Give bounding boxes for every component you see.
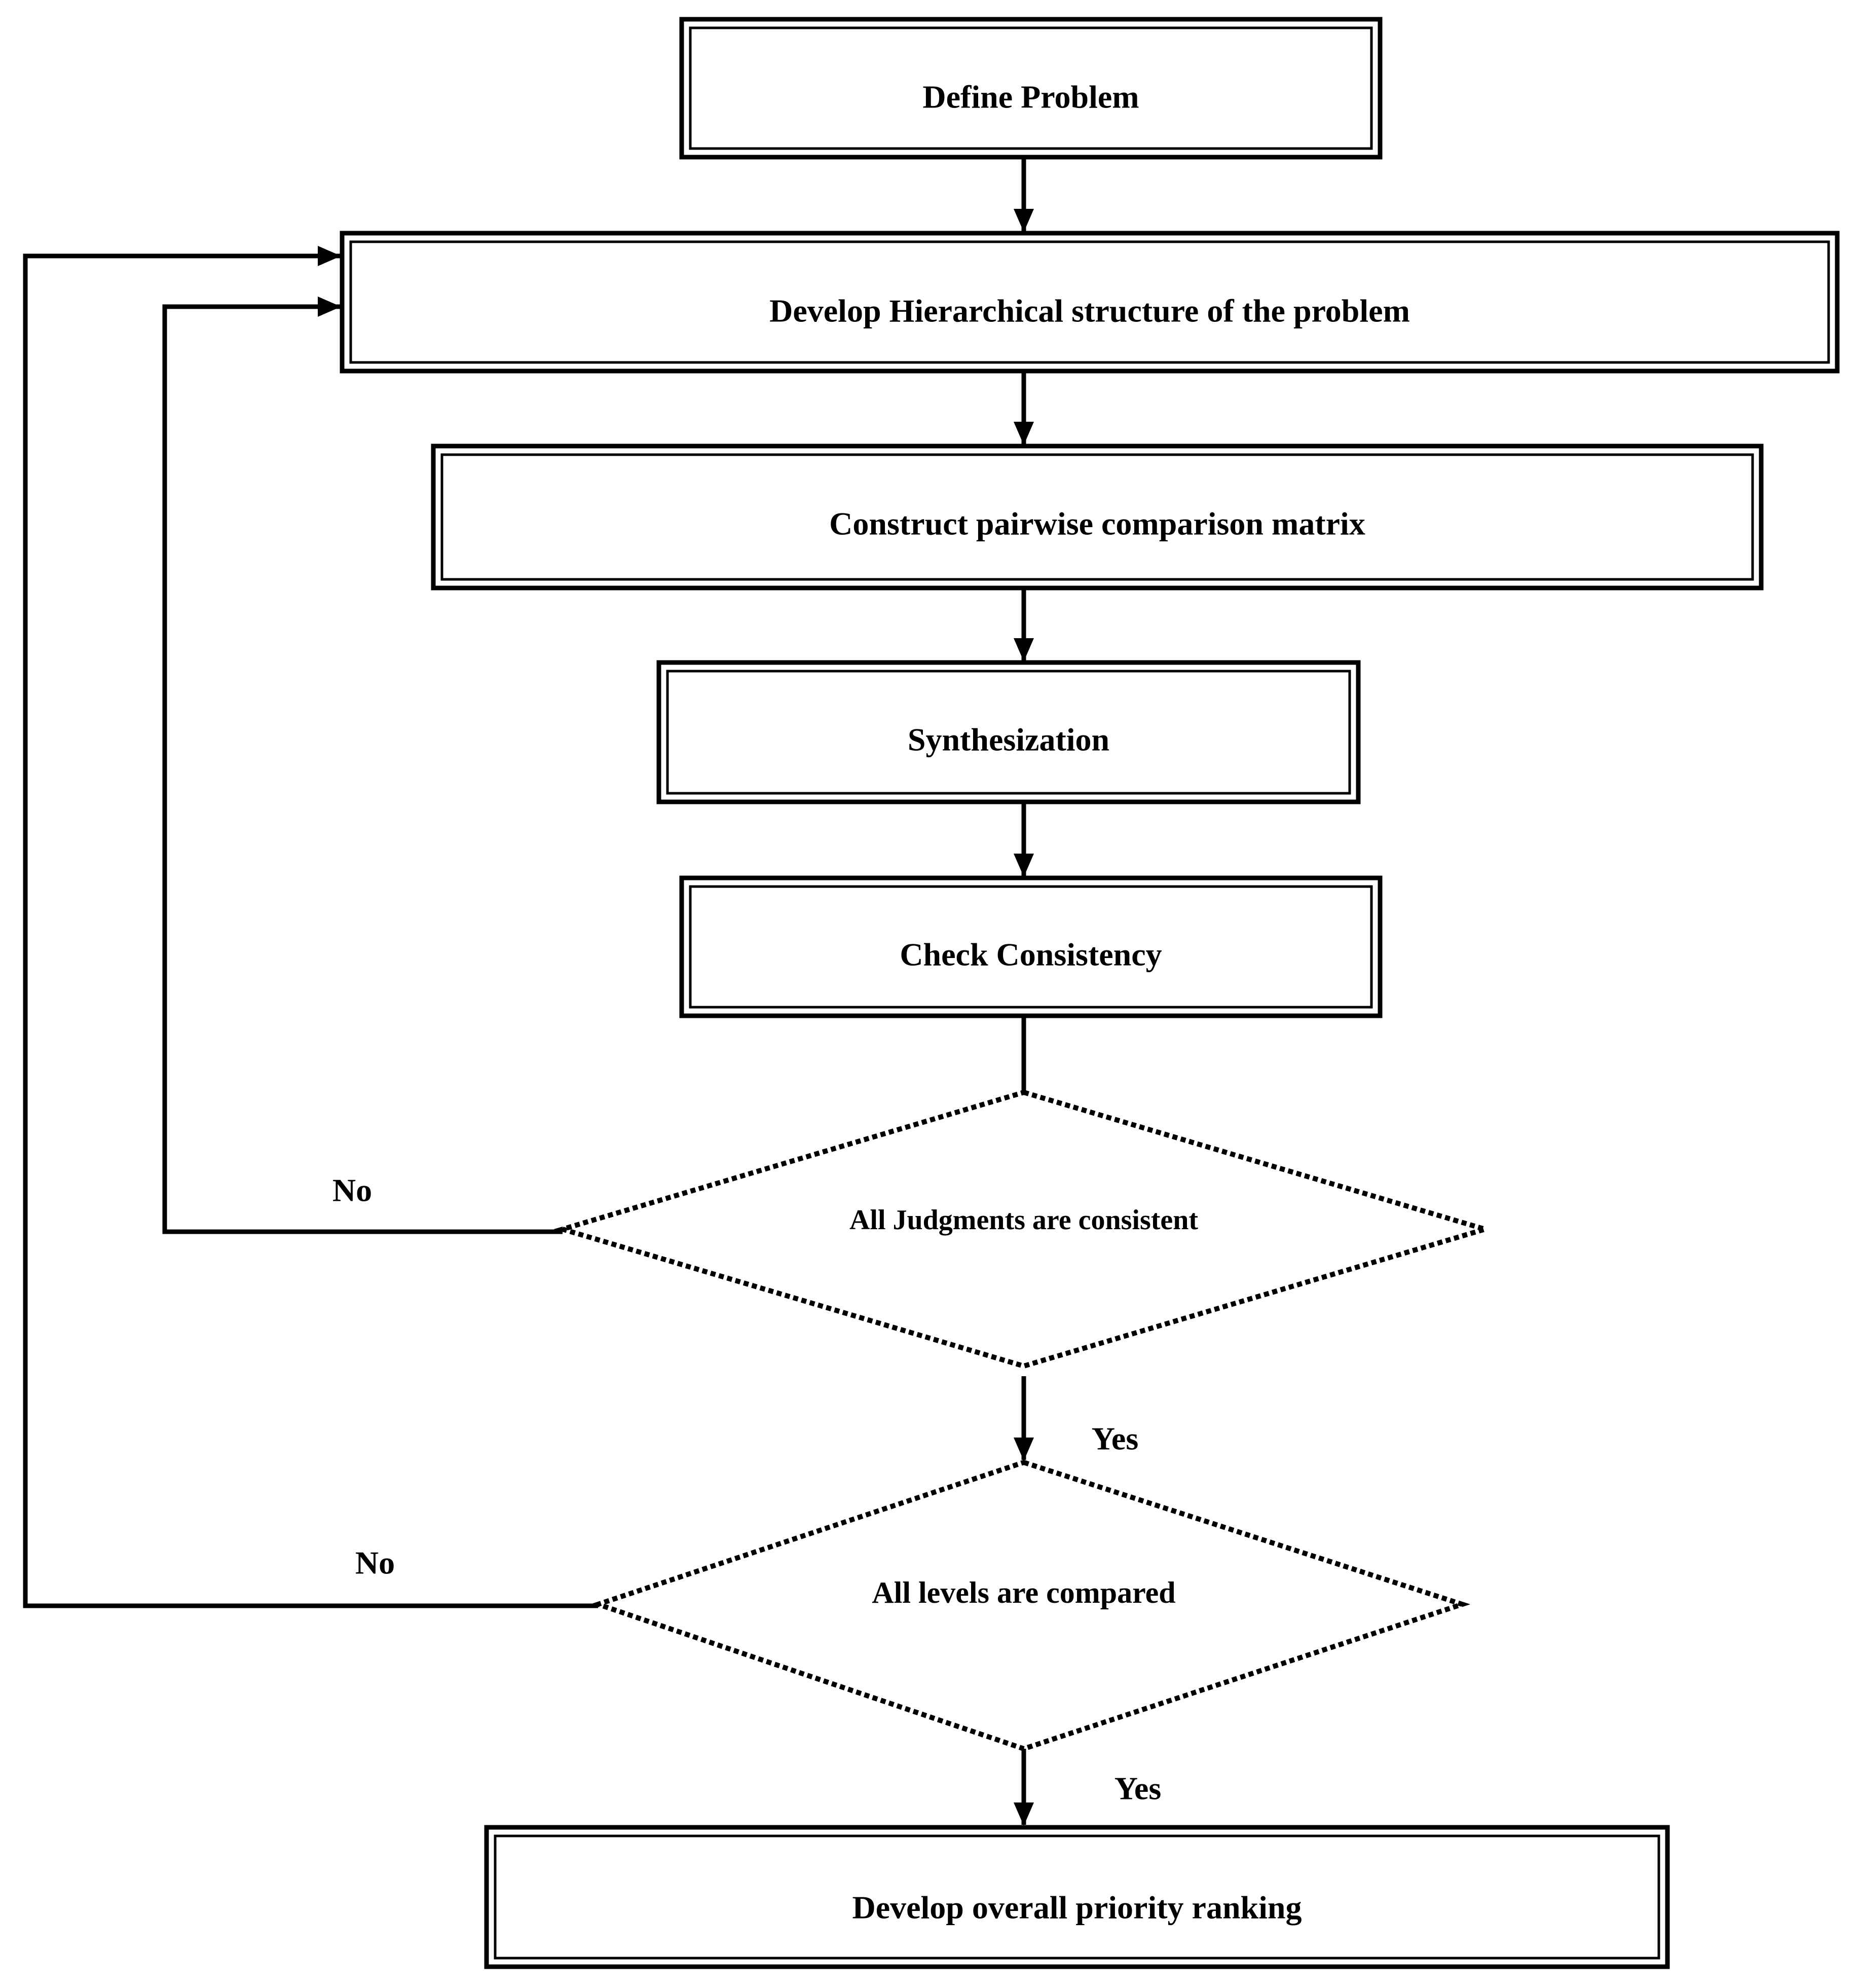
judgments-consistent-label: All Judgments are consistent (849, 1204, 1198, 1236)
define-problem-box: Define Problem (679, 17, 1383, 160)
synthesization-label: Synthesization (908, 722, 1109, 758)
judgments-no-label: No (332, 1172, 372, 1208)
construct-matrix-label: Construct pairwise comparison matrix (829, 506, 1365, 542)
develop-hierarchy-label: Develop Hierarchical structure of the pr… (769, 293, 1410, 329)
check-consistency-box: Check Consistency (679, 875, 1383, 1018)
overall-ranking-label: Develop overall priority ranking (852, 1890, 1302, 1926)
define-problem-label: Define Problem (922, 79, 1139, 115)
judgments-consistent-diamond: All Judgments are consistent (553, 1089, 1494, 1369)
judgments-yes-label: Yes (1092, 1421, 1138, 1457)
levels-compared-label: All levels are compared (872, 1576, 1175, 1609)
overall-ranking-box: Develop overall priority ranking (484, 1825, 1670, 1969)
develop-hierarchy-box: Develop Hierarchical structure of the pr… (340, 231, 1840, 374)
construct-matrix-box: Construct pairwise comparison matrix (431, 444, 1764, 591)
levels-compared-diamond: All levels are compared (590, 1459, 1471, 1752)
synthesization-box: Synthesization (656, 660, 1361, 804)
levels-yes-label: Yes (1114, 1771, 1161, 1807)
loop-levels-no (23, 246, 598, 1608)
check-consistency-label: Check Consistency (900, 937, 1162, 973)
loop-judgments-no (162, 297, 563, 1234)
levels-no-label: No (355, 1545, 395, 1581)
